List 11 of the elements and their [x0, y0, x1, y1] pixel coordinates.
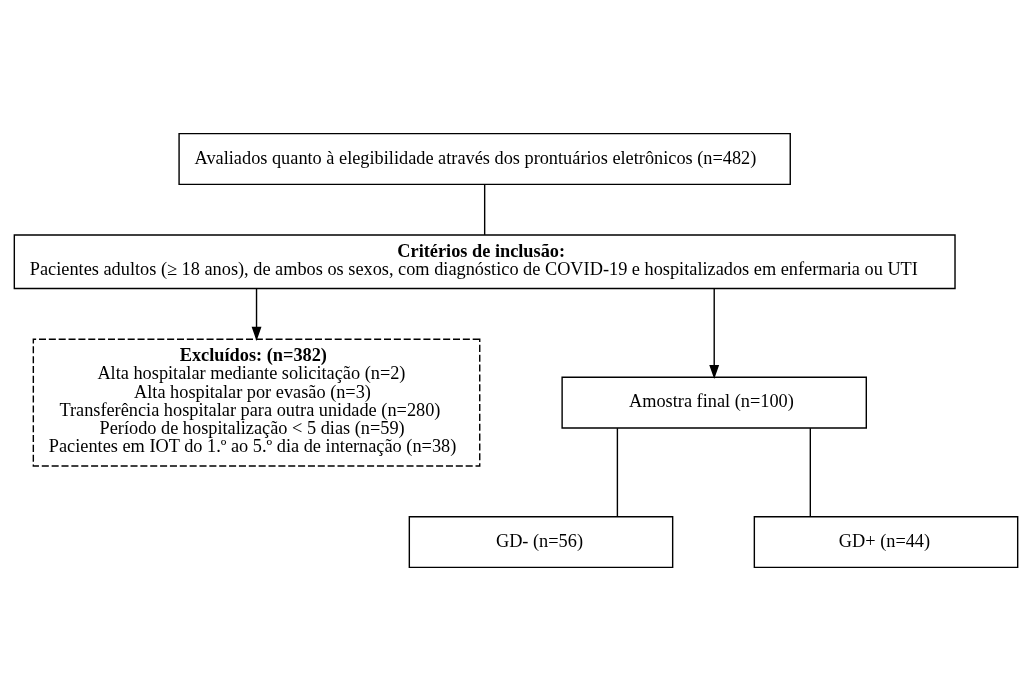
arrow: [251, 287, 262, 341]
node-box: GD- (n=56): [408, 515, 674, 568]
node-box: Amostra final (n=100): [561, 376, 867, 429]
connector: [483, 183, 486, 236]
arrow: [709, 287, 720, 379]
node-box: Avaliados quanto à elegibilidade através dos prontuários eletrônicos (n=482): [178, 132, 791, 185]
node-box: GD+ (n=44): [753, 515, 1019, 568]
connector: [809, 426, 812, 517]
connector: [616, 426, 619, 517]
node-box: Critérios de inclusão: Pacientes adultos (≥ 18 anos), de ambos os sexos, com diagnóstico de COVID-19 e hospitalizados em enfermaria ou UTI: [13, 233, 956, 289]
node-box: Excluídos: (n=382) Alta hospitalar mediante solicitação (n=2) Alta hospitalar por evasão (n=3) Transferência hospitalar para outra unidade (n=280) Período de hospitalização < 5 dias (n=59) Pacientes em IOT do 1.º ao 5.º dia de internação (n=38): [32, 338, 481, 467]
